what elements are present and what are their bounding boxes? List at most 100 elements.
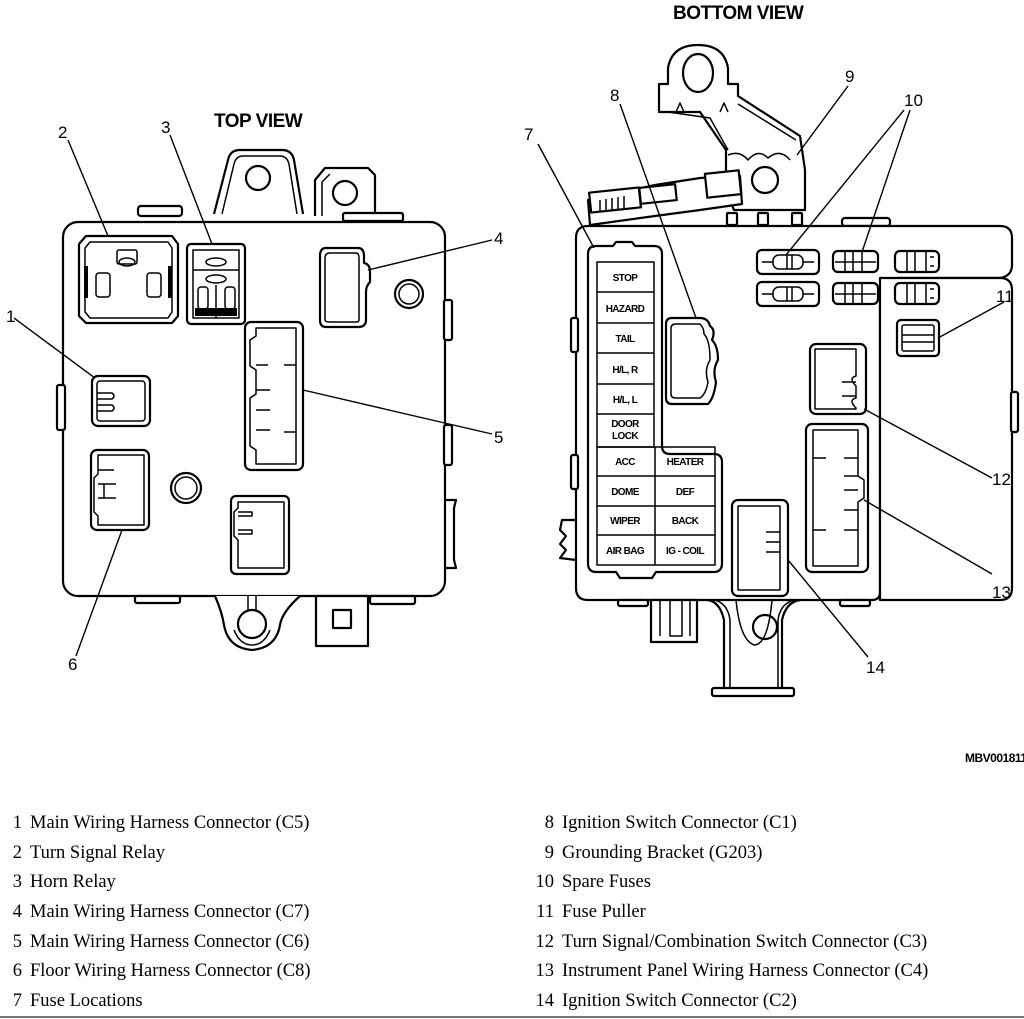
callout-9: 9 — [845, 67, 854, 86]
legend-item: 9 Grounding Bracket (G203) — [528, 838, 928, 868]
legend-number: 7 — [12, 991, 22, 1012]
callout-3: 3 — [161, 118, 170, 137]
legend-label: Instrument Panel Wiring Harness Connecto… — [562, 961, 929, 982]
top-view-lower-connector — [229, 494, 291, 576]
fuse-stop: STOP — [613, 273, 639, 284]
fuse-heater: HEATER — [667, 457, 705, 468]
fuse-door-lock-line1: DOOR — [611, 419, 640, 430]
fuse-hazard: HAZARD — [606, 304, 645, 315]
top-view: TOP VIEW — [6, 111, 503, 674]
legend-right-column: 8 Ignition Switch Connector (C1) 9 Groundi… — [528, 808, 929, 1016]
leader-11 — [937, 301, 1005, 339]
legend-number: 3 — [12, 872, 22, 893]
leader-2 — [67, 139, 109, 237]
leader-3 — [169, 134, 213, 245]
legend-number: 5 — [12, 931, 22, 952]
leader-6 — [75, 529, 123, 657]
leader-1 — [13, 317, 96, 379]
leader-8 — [619, 103, 697, 319]
legend-number: 14 — [535, 991, 555, 1012]
bottom-divider — [0, 1016, 1024, 1018]
horn-relay — [185, 242, 247, 326]
connector-c5 — [90, 374, 152, 428]
legend-label: Main Wiring Harness Connector (C5) — [30, 813, 310, 833]
top-clip — [136, 204, 184, 218]
leader-10b — [861, 109, 911, 253]
legend-number: 4 — [12, 902, 22, 923]
legend-item: 7 Fuse Locations — [8, 986, 310, 1016]
legend-label: Turn Signal/Combination Switch Connector… — [562, 931, 928, 952]
legend-label: Ignition Switch Connector (C2) — [562, 991, 797, 1012]
legend-item: 14 Ignition Switch Connector (C2) — [528, 986, 928, 1016]
legend-number: 9 — [544, 842, 554, 863]
callout-10: 10 — [904, 91, 923, 110]
connector-c4 — [804, 422, 870, 574]
legend-label: Main Wiring Harness Connector (C7) — [30, 902, 310, 923]
fuse-hl-l: H/L, L — [613, 395, 638, 406]
legend-label: Fuse Locations — [30, 991, 143, 1012]
callout-14: 14 — [866, 658, 885, 677]
legend-number: 8 — [544, 813, 554, 833]
legend-label: Spare Fuses — [562, 872, 651, 893]
legend-label: Grounding Bracket (G203) — [562, 842, 763, 863]
turn-signal-relay — [77, 234, 180, 325]
legend-item: 10 Spare Fuses — [528, 867, 928, 897]
bottom-mounting-loop — [213, 595, 301, 652]
callout-1: 1 — [6, 307, 15, 326]
legend-item: 6 Floor Wiring Harness Connector (C8) — [8, 956, 311, 986]
callout-7: 7 — [524, 125, 533, 144]
connector-c2 — [730, 498, 790, 598]
bottom-square-tab — [314, 594, 417, 648]
fuse-tail: TAIL — [615, 334, 635, 345]
callout-11: 11 — [996, 287, 1014, 306]
spare-fuses — [755, 248, 941, 308]
top-view-hole-lower — [169, 471, 203, 505]
fuse-acc: ACC — [615, 457, 635, 468]
fuse-locations-panel: STOP HAZARD TAIL H/L, R H/L, L DOOR LOCK… — [586, 240, 724, 580]
fuse-hl-r: H/L, R — [612, 365, 639, 376]
leader-10a — [785, 109, 905, 256]
legend-label: Main Wiring Harness Connector (C6) — [30, 931, 310, 952]
connector-c3 — [808, 342, 868, 416]
legend-number: 6 — [12, 961, 22, 982]
fuse-wiper: WIPER — [610, 516, 641, 527]
legend-number: 10 — [535, 872, 555, 893]
leader-4 — [367, 239, 493, 271]
top-side-tab — [313, 166, 405, 223]
callout-2: 2 — [58, 123, 67, 142]
legend-item: 5 Main Wiring Harness Connector (C6) — [8, 927, 310, 957]
fuse-air-bag: AIR BAG — [606, 546, 645, 557]
fuse-door-lock-line2: LOCK — [612, 431, 639, 442]
bottom-view-title: BOTTOM VIEW — [673, 3, 804, 24]
top-view-title: TOP VIEW — [214, 111, 303, 132]
leader-7 — [537, 143, 595, 249]
legend-item: 4 Main Wiring Harness Connector (C7) — [8, 897, 310, 927]
legend-number: 11 — [536, 902, 554, 923]
callout-8: 8 — [610, 86, 619, 105]
catalog-number: MBV001811 — [965, 751, 1024, 765]
connector-c6 — [243, 320, 305, 472]
connector-c1 — [664, 316, 720, 406]
legend-label: Ignition Switch Connector (C1) — [562, 813, 797, 833]
callout-13: 13 — [992, 583, 1011, 602]
legend-number: 12 — [535, 931, 555, 952]
fuse-ig-coil: IG - COIL — [666, 546, 704, 557]
callout-4: 4 — [494, 229, 503, 248]
grounding-bracket — [657, 43, 807, 212]
top-mounting-tab — [212, 148, 305, 215]
legend-item: 8 Ignition Switch Connector (C1) — [528, 808, 928, 838]
fuse-dome: DOME — [611, 487, 640, 498]
legend-label: Floor Wiring Harness Connector (C8) — [30, 961, 311, 982]
ignition-switch-harness-plug — [586, 169, 744, 227]
bottom-view: BOTTOM VIEW — [524, 3, 1020, 698]
callout-5: 5 — [494, 428, 503, 447]
leader-5 — [302, 389, 493, 435]
leader-14 — [787, 559, 869, 658]
